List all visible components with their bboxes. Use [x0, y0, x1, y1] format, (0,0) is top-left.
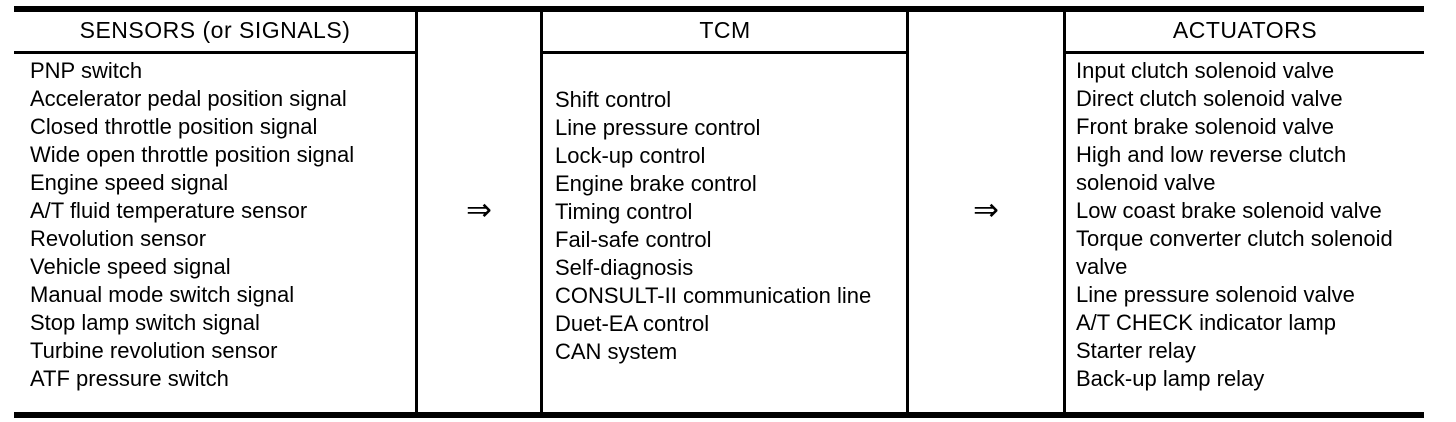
list-item: Fail-safe control — [555, 227, 712, 252]
list-item: Direct clutch solenoid valve — [1076, 86, 1343, 111]
list-item: Closed throttle position signal — [30, 114, 318, 139]
list-item: Shift control — [555, 87, 672, 112]
list-item: Engine speed signal — [30, 170, 229, 195]
list-item: Stop lamp switch signal — [30, 310, 260, 335]
list-item: Line pressure control — [555, 115, 761, 140]
list-item: Line pressure solenoid valve — [1076, 282, 1355, 307]
list-item: Wide open throttle position signal — [30, 142, 355, 167]
sensors-header-underline — [14, 51, 418, 54]
list-item: Engine brake control — [555, 171, 757, 196]
right-double-arrow-icon: ⇒ — [973, 192, 999, 227]
list-item: ATF pressure switch — [30, 366, 229, 391]
list-item: Timing control — [555, 199, 693, 224]
list-item: Torque converter clutch solenoid valve — [1076, 226, 1393, 279]
actuators-column-header: ACTUATORS — [1172, 17, 1318, 43]
list-item: Vehicle speed signal — [30, 254, 231, 279]
list-item: PNP switch — [30, 58, 143, 83]
sensors-box-right-border — [415, 6, 418, 418]
list-item: High and low reverse clutch solenoid val… — [1076, 142, 1347, 195]
actuators-box-left-border — [1063, 6, 1066, 418]
list-item: Duet-EA control — [555, 311, 710, 336]
list-item: A/T fluid temperature sensor — [30, 198, 308, 223]
list-item: A/T CHECK indicator lamp — [1076, 310, 1337, 335]
right-double-arrow-icon: ⇒ — [466, 192, 492, 227]
tcm-box-right-border — [906, 6, 909, 418]
sensors-column-header: SENSORS (or SIGNALS) — [79, 17, 351, 43]
list-item: Manual mode switch signal — [30, 282, 295, 307]
list-item: Turbine revolution sensor — [30, 338, 278, 363]
actuators-header-underline — [1063, 51, 1424, 54]
list-item: Front brake solenoid valve — [1076, 114, 1335, 139]
top-border-rule — [14, 6, 1424, 12]
list-item: Back-up lamp relay — [1076, 366, 1265, 391]
list-item: Lock-up control — [555, 143, 706, 168]
tcm-header-underline — [540, 51, 909, 54]
tcm-box-left-border — [540, 6, 543, 418]
list-item: Low coast brake solenoid valve — [1076, 198, 1382, 223]
bottom-border-rule — [14, 412, 1424, 418]
list-item: CAN system — [555, 339, 678, 364]
list-item: Revolution sensor — [30, 226, 207, 251]
list-item: Self-diagnosis — [555, 255, 694, 280]
list-item: CONSULT-II communication line — [555, 283, 872, 308]
list-item: Input clutch solenoid valve — [1076, 58, 1335, 83]
list-item: Accelerator pedal position signal — [30, 86, 347, 111]
list-item: Starter relay — [1076, 338, 1196, 363]
tcm-column-header: TCM — [699, 17, 751, 43]
